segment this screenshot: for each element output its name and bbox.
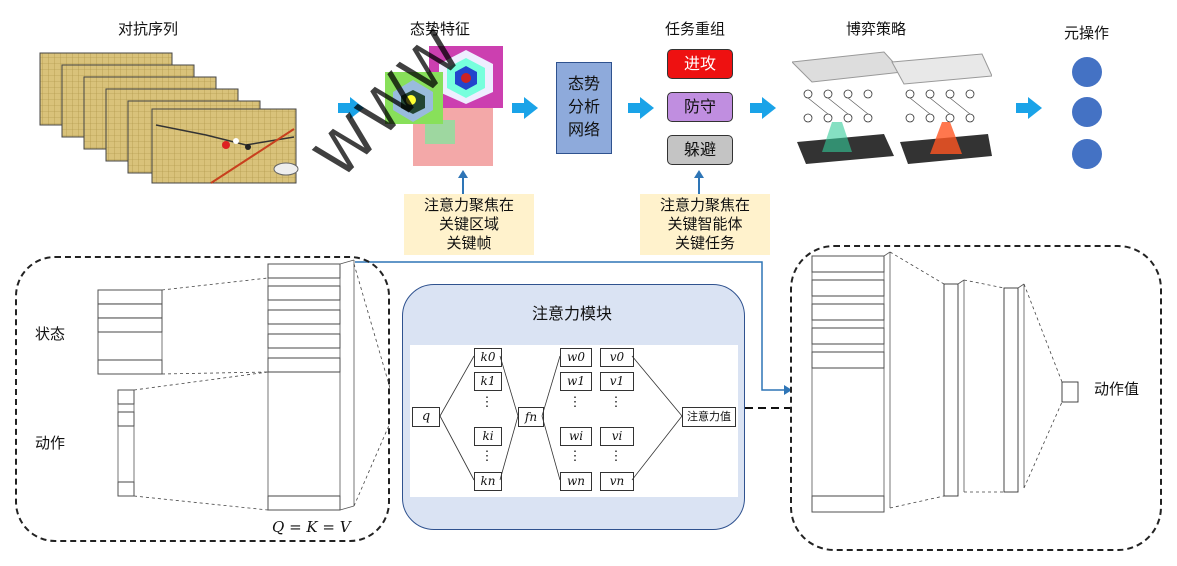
weight-node-i: wi [560, 427, 592, 446]
key-dots-1: ⋮ [480, 395, 494, 410]
adversarial-sequence-frames [39, 52, 299, 184]
state-label: 状态 [35, 325, 66, 343]
value-node-i: vi [600, 427, 634, 446]
note-right-line-1: 注意力聚焦在 [659, 196, 750, 214]
value-node-n: vn [600, 472, 634, 491]
stage-title-strategy: 博弈策略 [846, 20, 907, 38]
state-action-panel [15, 256, 390, 542]
key-node-0: k0 [474, 348, 502, 367]
value-dots-2: ⋮ [609, 449, 623, 464]
value-node-0: v0 [600, 348, 634, 367]
up-arrow-left [458, 170, 468, 196]
note-left-line-3: 关键帧 [446, 234, 492, 252]
note-right-line-2: 关键智能体 [667, 215, 743, 233]
arrow-5 [1016, 97, 1044, 119]
task-attack: 进攻 [667, 49, 733, 79]
task-defend: 防守 [667, 92, 733, 122]
weight-dots-1: ⋮ [568, 395, 582, 410]
action-value-label: 动作值 [1094, 380, 1140, 398]
game-strategy-graph [792, 51, 992, 164]
arrow-1 [338, 97, 366, 119]
fn-node: fn [518, 407, 544, 427]
arrow-4 [750, 97, 778, 119]
stage-title-task: 任务重组 [665, 20, 726, 38]
value-dots-1: ⋮ [609, 395, 623, 410]
meta-op-circle-3 [1072, 139, 1102, 169]
key-dots-2: ⋮ [480, 449, 494, 464]
action-value-network [811, 251, 1079, 513]
arrow-3 [628, 97, 656, 119]
note-attention-regions: 注意力聚焦在 关键区域 关键帧 [404, 194, 534, 255]
qkv-label: Q = K = V [272, 518, 351, 536]
key-node-1: k1 [474, 372, 502, 391]
note-left-line-2: 关键区域 [438, 215, 499, 233]
situation-feature-maps [385, 46, 503, 166]
stage-title-features: 态势特征 [410, 20, 471, 38]
note-attention-agents: 注意力聚焦在 关键智能体 关键任务 [640, 194, 770, 255]
network-label: 态势 分析 网络 [567, 74, 600, 139]
key-node-n: kn [474, 472, 502, 491]
key-node-i: ki [474, 427, 502, 446]
situation-analysis-network: 态势 分析 网络 [556, 62, 612, 154]
weight-dots-2: ⋮ [568, 449, 582, 464]
weight-node-1: w1 [560, 372, 592, 391]
action-label: 动作 [35, 434, 66, 452]
task-evade: 躲避 [667, 135, 733, 165]
weight-node-0: w0 [560, 348, 592, 367]
state-action-blocks [97, 259, 390, 511]
meta-op-circle-1 [1072, 57, 1102, 87]
note-left-line-1: 注意力聚焦在 [423, 196, 514, 214]
up-arrow-right [694, 170, 704, 196]
query-node: q [412, 407, 440, 427]
stage-title-sequence: 对抗序列 [118, 20, 179, 38]
arrow-2 [512, 97, 540, 119]
value-node-1: v1 [600, 372, 634, 391]
note-right-line-3: 关键任务 [674, 234, 735, 252]
attention-diagram: q k0 k1 ⋮ ki ⋮ kn fn w0 w1 ⋮ wi ⋮ wn v0 … [410, 345, 738, 497]
weight-node-n: wn [560, 472, 592, 491]
attention-module-title: 注意力模块 [532, 304, 613, 323]
attention-value-node: 注意力值 [682, 407, 736, 427]
action-value-panel [790, 245, 1162, 551]
stage-title-meta: 元操作 [1064, 24, 1110, 42]
meta-op-circle-2 [1072, 97, 1102, 127]
